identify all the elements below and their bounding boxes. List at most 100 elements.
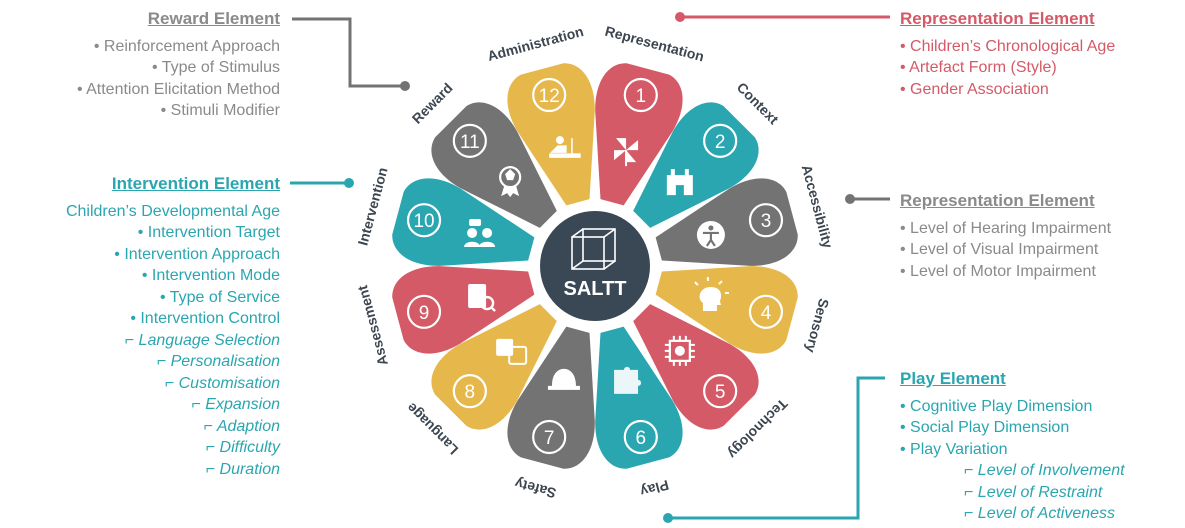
intervention-element-panel: Intervention Element Children’s Developm…	[66, 173, 280, 480]
sector-petal-context: 2	[633, 102, 759, 228]
head-idea-icon	[694, 277, 729, 312]
sector-shape	[655, 266, 798, 354]
people-chat-icon	[464, 218, 496, 247]
sector-number-badge: 2	[703, 123, 738, 158]
sector-number: 7	[544, 428, 555, 449]
representation-element-panel-top: Representation Element • Children’s Chro…	[900, 8, 1115, 100]
sector-number-badge: 3	[748, 203, 784, 238]
sector-label-safety: Safety	[513, 475, 558, 501]
sector-number-badge: 9	[406, 294, 442, 329]
play-element-panel: Play Element • Cognitive Play Dimension …	[900, 368, 1125, 525]
sector-number: 11	[460, 132, 480, 153]
sector-shape	[655, 178, 798, 266]
intervention-item: • Intervention Target	[137, 224, 280, 241]
sector-number: 10	[413, 211, 434, 232]
sector-petal-reward: 11	[431, 102, 557, 228]
sector-label-reward: Reward	[409, 80, 456, 127]
cube-icon	[571, 228, 616, 270]
intervention-subitem: ⌐ Difficulty	[205, 439, 280, 456]
play-item: • Cognitive Play Dimension	[900, 397, 1093, 415]
play-subitem: ⌐ Level of Restraint	[964, 483, 1103, 501]
play-connector	[668, 376, 885, 520]
sector-shape	[633, 304, 759, 430]
sector-label-intervention: Intervention	[354, 166, 390, 248]
connector-lines	[290, 12, 890, 523]
sector-label-assessment: Assessment	[354, 283, 391, 367]
pinwheel-icon	[614, 138, 639, 167]
play-subitem: ⌐ Level of Involvement	[964, 462, 1125, 479]
reward-item: • Attention Elicitation Method	[76, 80, 280, 98]
hard-hat-icon	[547, 368, 580, 390]
intervention-subitem: ⌐ Customisation	[164, 374, 280, 392]
sector-number: 9	[419, 303, 430, 324]
representation-item: • Level of Motor Impairment	[900, 262, 1096, 280]
sector-label-accessibility: Accessibility	[799, 163, 837, 250]
reward-element-panel: Reward Element • Reinforcement Approach …	[77, 8, 280, 122]
center-core: SALTT	[540, 211, 650, 321]
intervention-subitem: ⌐ Language Selection	[124, 331, 280, 349]
representation-element-title: Representation Element	[900, 191, 1095, 210]
sector-shape	[507, 63, 595, 206]
sector-number: 8	[465, 382, 476, 403]
sector-petal-language: 8	[431, 304, 557, 430]
sector-petal-assessment: 9	[392, 266, 535, 354]
award-ribbon-icon	[499, 166, 522, 198]
reward-item: • Stimuli Modifier	[160, 102, 280, 119]
sector-label-play: Play	[638, 477, 670, 500]
sector-petal-intervention: 10	[392, 178, 535, 266]
intervention-element-title: Intervention Element	[111, 174, 280, 193]
chip-icon	[664, 335, 695, 366]
play-item: • Social Play Dimension	[900, 419, 1070, 436]
sector-number: 12	[539, 86, 560, 107]
sector-number: 2	[715, 132, 726, 153]
puzzle-icon	[614, 366, 642, 394]
sector-shape	[392, 266, 535, 354]
intervention-subitem: ⌐ Adaption	[203, 417, 280, 435]
sector-number: 4	[761, 303, 772, 324]
translate-icon	[496, 338, 528, 365]
sector-label-sensory: Sensory	[803, 297, 833, 355]
representation-element-title: Representation Element	[900, 9, 1095, 28]
sector-number-badge: 12	[532, 77, 567, 113]
sector-petal-administration: 12	[507, 63, 595, 206]
sector-number: 6	[636, 428, 647, 449]
sector-shape	[392, 178, 535, 266]
sector-number-badge: 4	[748, 294, 784, 329]
accessibility-icon	[696, 220, 725, 249]
sector-shape	[431, 304, 557, 430]
sector-number-badge: 8	[452, 374, 487, 409]
intervention-item: Children’s Developmental Age	[65, 202, 280, 220]
sector-number-badge: 10	[406, 203, 442, 238]
sector-number-badge: 7	[532, 419, 567, 455]
intervention-item: • Intervention Mode	[141, 267, 280, 284]
sector-number: 5	[715, 382, 726, 403]
intervention-subitem: ⌐ Expansion	[191, 396, 280, 413]
play-element-title: Play Element	[900, 369, 1006, 388]
sector-label-representation: Representation	[603, 23, 706, 65]
sector-shape	[595, 63, 683, 206]
desk-worker-icon	[549, 136, 581, 158]
sector-label-administration: Administration	[486, 23, 586, 64]
intervention-item: • Intervention Control	[130, 310, 280, 327]
reward-item: • Type of Stimulus	[151, 59, 280, 76]
sector-label-context: Context	[734, 79, 782, 127]
sector-number-badge: 6	[623, 419, 658, 455]
intervention-subitem: ⌐ Duration	[205, 460, 280, 478]
sector-number: 1	[636, 86, 647, 107]
sector-shape	[633, 102, 759, 228]
representation-mid-connector-dot	[845, 194, 855, 204]
representation-item: • Children’s Chronological Age	[900, 37, 1116, 55]
reward-item: • Reinforcement Approach	[93, 37, 280, 55]
play-connector-dot	[663, 513, 673, 523]
sector-number: 3	[761, 211, 772, 232]
reward-connector	[292, 17, 405, 88]
sector-number-badge: 1	[623, 77, 658, 113]
representation-item: • Artefact Form (Style)	[900, 59, 1057, 76]
sector-petal-representation: 1	[595, 63, 683, 206]
reward-connector-dot	[400, 81, 410, 91]
intervention-item: • Type of Service	[159, 288, 280, 306]
representation-item: • Level of Visual Impairment	[900, 241, 1099, 258]
sector-petal-sensory: 4	[655, 266, 798, 354]
sector-number-badge: 5	[703, 374, 738, 409]
